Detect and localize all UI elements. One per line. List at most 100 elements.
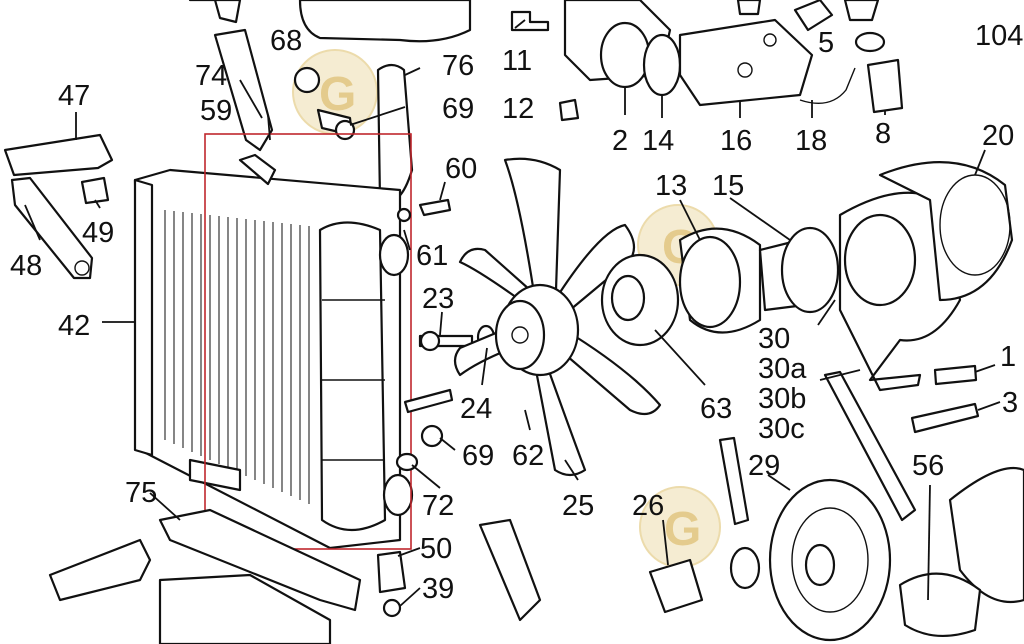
callout-50: 50: [420, 533, 452, 565]
hub-15: [780, 226, 840, 314]
screw-3: [910, 402, 980, 434]
callout-16: 16: [720, 125, 752, 157]
leader-lines: [24, 19, 1001, 607]
bolt: [843, 0, 880, 22]
callout-69b: 69: [462, 440, 494, 472]
fitting-5: [793, 0, 834, 32]
callout-30c: 30c: [758, 413, 805, 445]
washer-61: [396, 207, 412, 223]
callout-1: 1: [1000, 341, 1016, 373]
pump-impeller: [843, 213, 917, 307]
callout-25: 25: [562, 490, 594, 522]
radiator-tank: [318, 221, 387, 531]
v-belt: [823, 370, 917, 522]
callout-63: 63: [700, 393, 732, 425]
callout-30a: 30a: [758, 353, 807, 385]
cooling-fan-62: [453, 157, 662, 477]
lower-frame: [158, 573, 332, 644]
screw: [403, 388, 454, 414]
callout-39: 39: [422, 573, 454, 605]
callout-42: 42: [58, 310, 90, 342]
arm-48: [10, 176, 94, 280]
strap: [478, 518, 542, 622]
callout-26: 26: [632, 490, 664, 522]
callout-12: 12: [502, 93, 534, 125]
pulley-groove: [791, 507, 869, 613]
callout-23: 23: [422, 283, 454, 315]
bolt-26: [648, 558, 704, 614]
screw-60: [418, 198, 452, 217]
callout-75: 75: [125, 477, 157, 509]
belt-section: [718, 436, 750, 526]
callout-69: 69: [442, 93, 474, 125]
callout-62: 62: [512, 440, 544, 472]
callout-48: 48: [10, 250, 42, 282]
callout-47: 47: [58, 80, 90, 112]
callout-13: 13: [655, 170, 687, 202]
callout-68: 68: [270, 25, 302, 57]
expansion-tank: [298, 0, 472, 43]
screw-1: [933, 364, 978, 386]
sleeve-8: [866, 58, 904, 114]
spacer-hub: [610, 274, 646, 322]
bracket-47: [3, 133, 114, 177]
callout-18: 18: [795, 125, 827, 157]
callout-30: 30: [758, 323, 790, 355]
callout-11: 11: [502, 45, 532, 77]
callout-15: 15: [712, 170, 744, 202]
pulley-face: [678, 235, 742, 329]
callout-60: 60: [445, 153, 477, 185]
callout-59: 59: [200, 95, 232, 127]
watermark-logo: G: [639, 486, 721, 568]
side-support: [48, 538, 152, 602]
svg-text:G: G: [664, 503, 701, 556]
callout-56: 56: [912, 450, 944, 482]
arm-hole: [74, 260, 90, 276]
nut-68: [293, 66, 321, 94]
screw-11: [510, 10, 550, 32]
callout-2: 2: [612, 125, 628, 157]
radiator-fins: [164, 210, 310, 504]
callout-76: 76: [442, 50, 474, 82]
tank-ribs: [322, 299, 385, 461]
clamp: [854, 31, 886, 53]
nut-69b: [420, 424, 444, 448]
callout-24: 24: [460, 393, 492, 425]
radiator-highlight-frame: [204, 133, 412, 550]
bracket-74: [213, 28, 274, 152]
callout-61: 61: [416, 240, 448, 272]
lower-outlet: [382, 473, 414, 517]
tube-18: [799, 67, 856, 104]
bolt-23-head: [419, 330, 441, 352]
callout-5: 5: [818, 27, 834, 59]
callout-3: 3: [1002, 387, 1018, 419]
callout-8: 8: [875, 118, 891, 150]
callout-29: 29: [748, 450, 780, 482]
washer-27: [729, 546, 761, 590]
thermostat-14: [642, 33, 682, 97]
upper-inlet: [378, 233, 410, 277]
gasket-2: [599, 21, 651, 89]
nut-39: [382, 598, 402, 618]
hose-elbow: [898, 572, 982, 638]
callout-14: 14: [642, 125, 674, 157]
callout-49: 49: [82, 217, 114, 249]
bushing-49: [80, 176, 110, 205]
top-bracket-59: [238, 153, 277, 186]
callout-72: 72: [422, 490, 454, 522]
pulley-bore: [804, 543, 836, 587]
callout-104: 104: [975, 20, 1023, 52]
callout-30b: 30b: [758, 383, 806, 415]
plug: [736, 0, 762, 16]
housing-port: [763, 33, 777, 47]
screw-12: [558, 98, 580, 122]
callout-20: 20: [982, 120, 1014, 152]
bottom-mount: [188, 458, 242, 492]
tank-bracket: [188, 0, 242, 24]
pump-body-20: [878, 161, 1014, 302]
rubber-mount-50: [376, 550, 407, 594]
lower-bracket-75: [158, 508, 362, 612]
callout-74: 74: [195, 60, 227, 92]
